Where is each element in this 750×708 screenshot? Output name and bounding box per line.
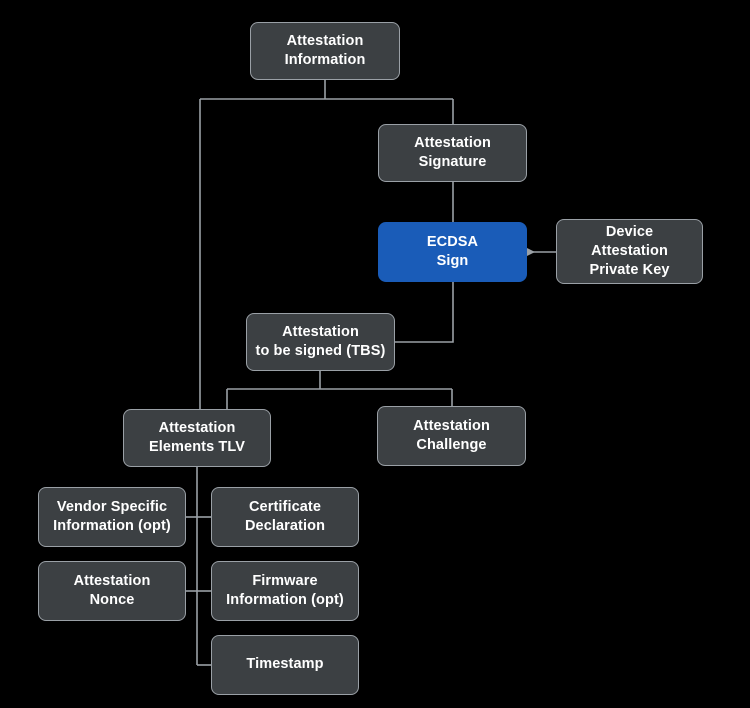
- node-attestation-tbs[interactable]: Attestation to be signed (TBS): [246, 313, 395, 371]
- node-label-attestation-challenge: Attestation Challenge: [413, 417, 490, 453]
- node-label-firmware-information: Firmware Information (opt): [226, 572, 344, 608]
- node-label-attestation-tbs: Attestation to be signed (TBS): [255, 323, 386, 359]
- node-vendor-specific-information[interactable]: Vendor Specific Information (opt): [38, 487, 186, 547]
- node-label-ecdsa-sign: ECDSA Sign: [426, 233, 479, 269]
- node-label-vendor-specific-information: Vendor Specific Information (opt): [53, 498, 171, 534]
- node-attestation-nonce[interactable]: Attestation Nonce: [38, 561, 186, 621]
- node-attestation-signature[interactable]: Attestation Signature: [378, 124, 527, 182]
- node-certificate-declaration[interactable]: Certificate Declaration: [211, 487, 359, 547]
- node-label-attestation-elements-tlv: Attestation Elements TLV: [148, 419, 245, 455]
- node-device-attestation-private-key[interactable]: Device Attestation Private Key: [556, 219, 703, 284]
- node-label-certificate-declaration: Certificate Declaration: [244, 498, 326, 534]
- node-attestation-elements-tlv[interactable]: Attestation Elements TLV: [123, 409, 271, 467]
- node-label-attestation-information: Attestation Information: [284, 32, 366, 68]
- node-attestation-challenge[interactable]: Attestation Challenge: [377, 406, 526, 466]
- node-timestamp[interactable]: Timestamp: [211, 635, 359, 695]
- node-label-device-attestation-private-key: Device Attestation Private Key: [589, 223, 670, 279]
- node-ecdsa-sign[interactable]: ECDSA Sign: [378, 222, 527, 282]
- node-attestation-information[interactable]: Attestation Information: [250, 22, 400, 80]
- node-label-attestation-signature: Attestation Signature: [414, 134, 491, 170]
- node-firmware-information[interactable]: Firmware Information (opt): [211, 561, 359, 621]
- node-label-timestamp: Timestamp: [246, 656, 324, 673]
- node-label-attestation-nonce: Attestation Nonce: [73, 572, 151, 608]
- connector-edge-ecdsa-to-tbs: [395, 282, 454, 343]
